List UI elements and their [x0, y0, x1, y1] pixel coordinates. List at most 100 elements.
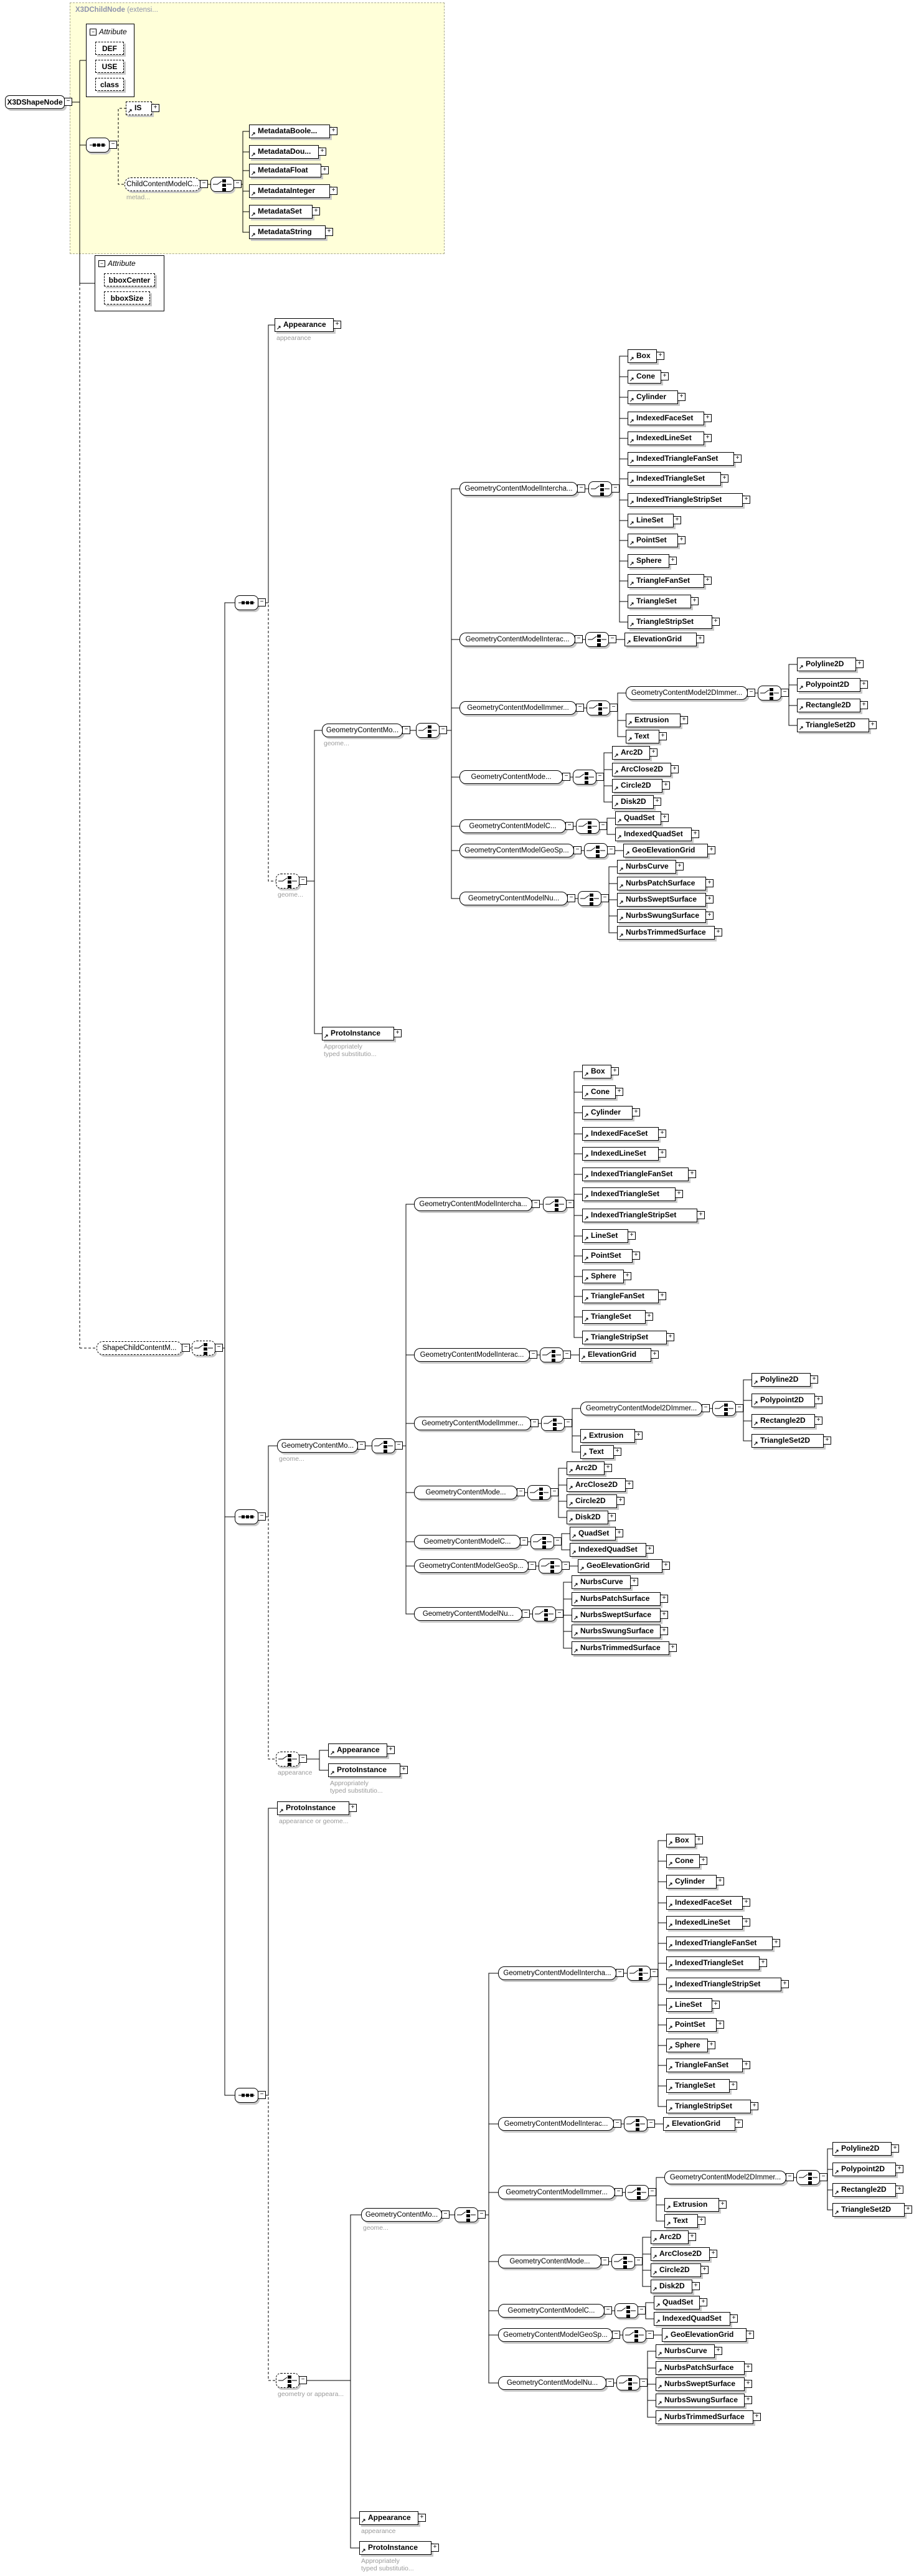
expand-icon[interactable]: +: [742, 1918, 750, 1927]
expand-icon[interactable]: +: [699, 1857, 707, 1865]
expand-icon[interactable]: +: [860, 701, 868, 709]
collapse-icon[interactable]: −: [200, 180, 208, 188]
element-X3DShapeNode[interactable]: X3DShapeNode: [5, 95, 65, 109]
element-TriangleStripSet[interactable]: ↗TriangleStripSet: [666, 2100, 751, 2113]
collapse-icon[interactable]: −: [395, 1441, 403, 1450]
element-TriangleSet2D[interactable]: ↗TriangleSet2D: [751, 1434, 824, 1448]
element-MetadataString[interactable]: ↗MetadataString: [249, 225, 326, 239]
element-MetadataFloat[interactable]: ↗MetadataFloat: [249, 164, 321, 177]
choice-icon[interactable]: [372, 1438, 395, 1453]
choice-icon[interactable]: [276, 1752, 299, 1767]
element-Extrusion[interactable]: ↗Extrusion: [626, 714, 681, 727]
collapse-icon[interactable]: −: [565, 822, 573, 830]
element-Box[interactable]: ↗Box: [666, 1834, 695, 1847]
expand-icon[interactable]: +: [662, 1562, 670, 1570]
collapse-icon[interactable]: −: [575, 635, 583, 643]
expand-icon[interactable]: +: [671, 765, 679, 773]
collapse-icon[interactable]: −: [566, 1200, 574, 1208]
group-GeometryContentModelGeoSp[interactable]: GeometryContentModelGeoSp...: [459, 844, 574, 857]
attr-item-bboxSize[interactable]: bboxSize: [104, 291, 150, 304]
element-TriangleSet2D[interactable]: ↗TriangleSet2D: [832, 2203, 905, 2217]
element-NurbsTrimmedSurface[interactable]: ↗NurbsTrimmedSurface: [572, 1641, 669, 1655]
element-Cone[interactable]: ↗Cone: [666, 1854, 700, 1868]
expand-icon[interactable]: +: [393, 1029, 402, 1037]
expand-icon[interactable]: +: [660, 1595, 668, 1603]
element-IndexedTriangleSet[interactable]: ↗IndexedTriangleSet: [582, 1187, 676, 1201]
expand-icon[interactable]: +: [891, 2144, 899, 2153]
group-GeometryContentModelNu[interactable]: GeometryContentModelNu...: [414, 1607, 522, 1621]
group-GeometryContentModelInterac[interactable]: GeometryContentModelInterac...: [498, 2117, 614, 2131]
choice-icon[interactable]: [584, 843, 608, 858]
element-ProtoInstance[interactable]: ↗ProtoInstance: [359, 2541, 431, 2555]
element-TriangleFanSet[interactable]: ↗TriangleFanSet: [582, 1290, 659, 1303]
element-TriangleSet[interactable]: ↗TriangleSet: [582, 1310, 646, 1324]
group-GeometryContentModelInterac[interactable]: GeometryContentModelInterac...: [414, 1348, 530, 1362]
collapse-icon[interactable]: −: [555, 1610, 563, 1618]
element-IndexedFaceSet[interactable]: ↗IndexedFaceSet: [628, 412, 704, 425]
collapse-icon[interactable]: −: [616, 1969, 624, 1977]
element-MetadataInteger[interactable]: ↗MetadataInteger: [249, 184, 330, 198]
choice-icon[interactable]: [712, 1401, 736, 1416]
expand-icon[interactable]: +: [661, 372, 669, 380]
element-Box[interactable]: ↗Box: [582, 1065, 611, 1078]
sequence-icon[interactable]: [86, 138, 110, 153]
element-GeoElevationGrid[interactable]: ↗GeoElevationGrid: [578, 1559, 662, 1573]
choice-icon[interactable]: [276, 874, 299, 889]
choice-icon[interactable]: [616, 2375, 640, 2390]
expand-icon[interactable]: +: [855, 660, 864, 668]
element-LineSet[interactable]: ↗LineSet: [666, 1998, 712, 2012]
element-ElevationGrid[interactable]: ↗ElevationGrid: [624, 633, 697, 646]
element-NurbsSwungSurface[interactable]: ↗NurbsSwungSurface: [617, 909, 706, 923]
expand-icon[interactable]: +: [321, 166, 329, 174]
collapse-icon[interactable]: −: [615, 2188, 623, 2196]
expand-icon[interactable]: +: [628, 1232, 636, 1240]
expand-icon[interactable]: +: [744, 2380, 752, 2388]
collapse-icon[interactable]: −: [299, 2376, 307, 2384]
expand-icon[interactable]: +: [616, 1497, 624, 1505]
collapse-icon[interactable]: −: [747, 689, 755, 697]
choice-icon[interactable]: [543, 1197, 567, 1212]
collapse-icon[interactable]: −: [109, 141, 117, 149]
expand-icon[interactable]: +: [781, 1980, 789, 1988]
collapse-icon[interactable]: −: [517, 1488, 525, 1496]
expand-icon[interactable]: +: [692, 2282, 700, 2290]
expand-icon[interactable]: +: [677, 393, 686, 401]
collapse-icon[interactable]: −: [532, 1200, 540, 1208]
element-NurbsPatchSurface[interactable]: ↗NurbsPatchSurface: [617, 877, 706, 890]
element-GeoElevationGrid[interactable]: ↗GeoElevationGrid: [662, 2328, 747, 2342]
collapse-icon[interactable]: −: [638, 2306, 646, 2314]
element-Disk2D[interactable]: ↗Disk2D: [612, 795, 654, 809]
expand-icon[interactable]: +: [349, 1804, 357, 1812]
collapse-icon[interactable]: −: [634, 2257, 643, 2265]
collapse-icon[interactable]: −: [576, 704, 584, 712]
element-Arc2D[interactable]: ↗Arc2D: [612, 746, 650, 760]
collapse-icon[interactable]: −: [819, 2173, 827, 2181]
collapse-icon[interactable]: −: [608, 635, 616, 643]
group-GeometryContentModelC[interactable]: GeometryContentModelC...: [498, 2304, 605, 2318]
expand-icon[interactable]: +: [653, 798, 661, 806]
expand-icon[interactable]: +: [729, 2082, 737, 2090]
collapse-icon[interactable]: −: [596, 773, 604, 781]
element-NurbsSwungSurface[interactable]: ↗NurbsSwungSurface: [656, 2394, 745, 2407]
element-IndexedFaceSet[interactable]: ↗IndexedFaceSet: [582, 1127, 659, 1141]
choice-icon[interactable]: [623, 2328, 646, 2342]
element-IndexedQuadSet[interactable]: ↗IndexedQuadSet: [570, 1543, 646, 1557]
choice-icon[interactable]: [540, 1347, 563, 1362]
group-GeometryContentModelImmer[interactable]: GeometryContentModelImmer...: [459, 701, 577, 715]
group-GeometryContentMode[interactable]: GeometryContentMode...: [498, 2255, 601, 2268]
element-NurbsTrimmedSurface[interactable]: ↗NurbsTrimmedSurface: [656, 2410, 753, 2424]
collapse-icon[interactable]: −: [299, 877, 307, 885]
group-GeometryContentMode[interactable]: GeometryContentMode...: [414, 1486, 517, 1499]
expand-icon[interactable]: +: [649, 748, 657, 757]
element-Cone[interactable]: ↗Cone: [628, 370, 661, 384]
expand-icon[interactable]: +: [753, 2413, 761, 2421]
expand-icon[interactable]: +: [700, 2266, 709, 2274]
expand-icon[interactable]: +: [705, 895, 714, 903]
element-Appearance[interactable]: ↗Appearance: [328, 1743, 387, 1757]
element-Polypoint2D[interactable]: ↗Polypoint2D: [751, 1394, 815, 1407]
expand-icon[interactable]: +: [151, 104, 159, 112]
element-Text[interactable]: ↗Text: [664, 2214, 698, 2228]
element-ProtoInstance[interactable]: ↗ProtoInstance: [277, 1801, 349, 1815]
expand-icon[interactable]: +: [742, 2061, 750, 2069]
element-TriangleStripSet[interactable]: ↗TriangleStripSet: [582, 1331, 667, 1344]
